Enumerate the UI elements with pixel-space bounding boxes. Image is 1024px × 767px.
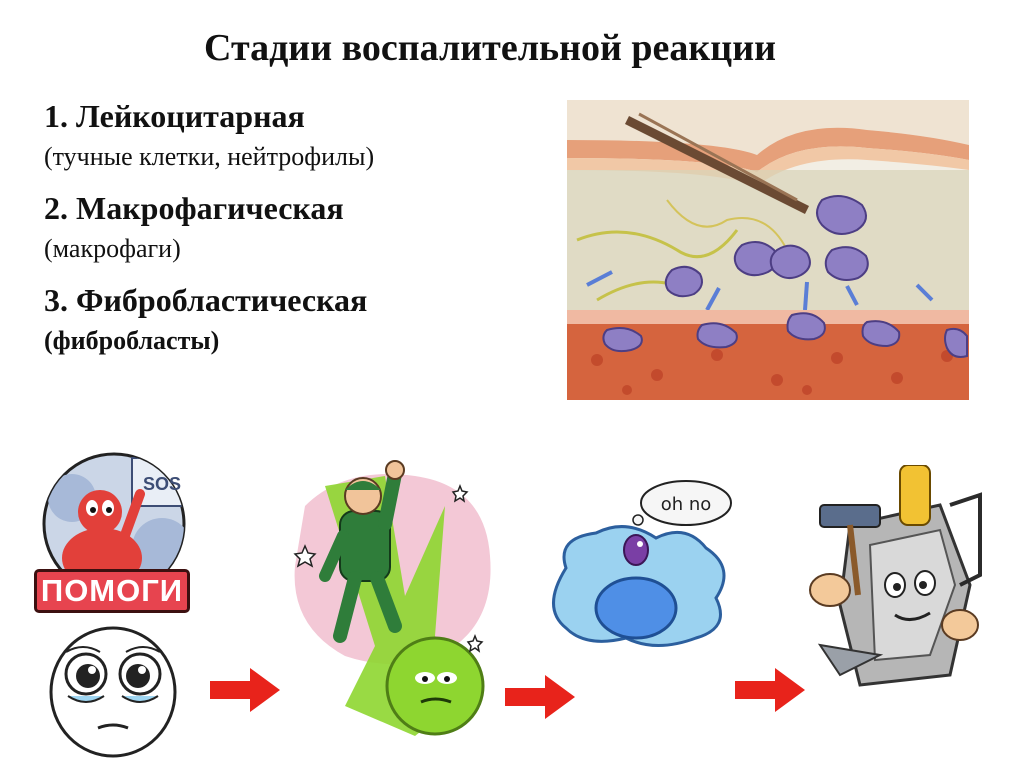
slide-title: Стадии воспалительной реакции xyxy=(204,27,776,69)
hero-vs-germ-illustration xyxy=(293,460,491,736)
stage-2-subtitle: (макрофаги) xyxy=(44,234,181,263)
sos-sign-text: SOS xyxy=(143,474,181,494)
macrophage-cell-illustration: oh no xyxy=(552,480,732,647)
repair-tools-character-illustration xyxy=(809,465,982,687)
inflammation-tissue-illustration xyxy=(567,100,969,400)
arrow-2-icon xyxy=(505,675,575,719)
thought-bubble-text: oh no xyxy=(661,494,712,515)
sos-character-illustration: SOS xyxy=(42,452,186,578)
stage-3-title: 3. Фибробластическая xyxy=(44,282,368,318)
stage-2-title: 2. Макрофагическая xyxy=(44,190,344,226)
arrow-3-icon xyxy=(735,668,805,712)
stage-3-subtitle: (фибробласты) xyxy=(44,326,220,355)
stages-list: 1. Лейкоцитарная (тучные клетки, нейтроф… xyxy=(44,96,564,372)
stage-1-title: 1. Лейкоцитарная xyxy=(44,98,305,134)
crying-face-icon xyxy=(49,626,177,758)
arrow-1-icon xyxy=(210,668,280,712)
help-banner: ПОМОГИ xyxy=(34,569,190,613)
stage-1-subtitle: (тучные клетки, нейтрофилы) xyxy=(44,142,375,171)
